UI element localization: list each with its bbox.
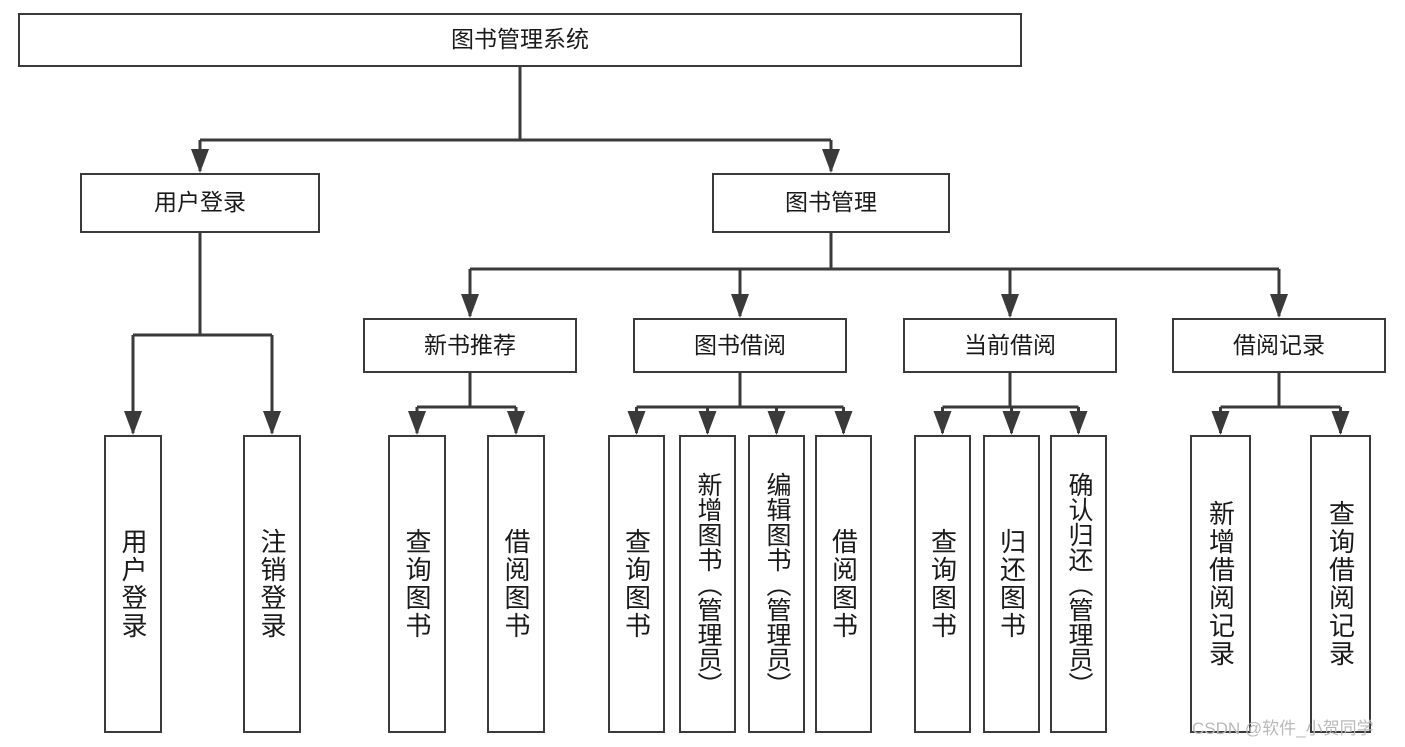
node-l_return[interactable]: 归还图书: [983, 435, 1040, 733]
node-label: 用户登录: [154, 189, 246, 216]
node-l_query3[interactable]: 查询图书: [914, 435, 971, 733]
node-label: 查询图书: [927, 528, 958, 640]
node-label: 查询借阅记录: [1325, 500, 1356, 668]
node-l_confirm[interactable]: 确认归还（管理员）: [1050, 435, 1107, 733]
node-l_query1[interactable]: 查询图书: [388, 435, 446, 733]
arrow-head-login: [191, 149, 209, 173]
arrow-head-l_borrow1: [507, 411, 525, 435]
arrow-head-l_logout: [263, 411, 281, 435]
node-l_add[interactable]: 新增图书（管理员）: [679, 435, 736, 733]
arrow-head-l_borrow2: [834, 411, 853, 435]
node-l_logout[interactable]: 注销登录: [243, 435, 301, 733]
node-label: 用户登录: [118, 528, 148, 640]
arrow-head-l_login: [124, 411, 142, 435]
arrow-head-l_query2: [627, 411, 646, 435]
node-label: 新增图书（管理员）: [694, 471, 722, 697]
arrow-head-l_return: [1002, 411, 1021, 435]
node-label: 借阅记录: [1233, 331, 1325, 358]
node-label: 查询图书: [402, 528, 432, 640]
node-l_edit[interactable]: 编辑图书（管理员）: [748, 435, 805, 733]
node-records[interactable]: 借阅记录: [1172, 318, 1386, 373]
arrow-head-l_query3: [933, 411, 952, 435]
node-l_borrow1[interactable]: 借阅图书: [487, 435, 545, 733]
node-label: 当前借阅: [964, 331, 1056, 358]
node-label: 新书推荐: [424, 331, 516, 358]
watermark: CSDN @软件_小贺同学: [1192, 719, 1374, 738]
node-l_query2[interactable]: 查询图书: [608, 435, 665, 733]
node-label: 编辑图书（管理员）: [763, 471, 791, 697]
node-borrow[interactable]: 图书借阅: [633, 318, 847, 373]
node-label: 图书借阅: [694, 331, 786, 358]
node-label: 图书管理系统: [451, 26, 589, 53]
arrow-head-newbook: [461, 294, 479, 318]
node-l_login[interactable]: 用户登录: [104, 435, 162, 733]
node-l_queryrec[interactable]: 查询借阅记录: [1310, 435, 1371, 733]
node-current[interactable]: 当前借阅: [903, 318, 1117, 373]
arrow-head-l_queryrec: [1331, 411, 1350, 435]
node-l_borrow2[interactable]: 借阅图书: [815, 435, 872, 733]
node-root[interactable]: 图书管理系统: [18, 13, 1022, 67]
node-label: 借阅图书: [828, 528, 859, 640]
node-l_addrec[interactable]: 新增借阅记录: [1190, 435, 1251, 733]
node-label: 确认归还（管理员）: [1065, 471, 1093, 697]
arrow-head-bookmgmt: [822, 149, 840, 173]
arrow-head-l_confirm: [1069, 411, 1088, 435]
arrow-head-l_edit: [767, 411, 786, 435]
node-label: 查询图书: [621, 528, 652, 640]
arrow-head-l_add: [698, 411, 717, 435]
node-label: 借阅图书: [501, 528, 531, 640]
node-login[interactable]: 用户登录: [80, 173, 320, 233]
node-newbook[interactable]: 新书推荐: [363, 318, 577, 373]
node-label: 新增借阅记录: [1205, 500, 1236, 668]
arrow-head-l_query1: [408, 411, 426, 435]
arrow-head-current: [1001, 294, 1019, 318]
arrow-head-l_addrec: [1211, 411, 1230, 435]
arrow-head-borrow: [731, 294, 749, 318]
arrow-head-records: [1270, 294, 1288, 318]
node-label: 图书管理: [785, 189, 877, 216]
node-label: 归还图书: [996, 528, 1027, 640]
node-bookmgmt[interactable]: 图书管理: [712, 173, 950, 233]
node-label: 注销登录: [257, 528, 287, 640]
